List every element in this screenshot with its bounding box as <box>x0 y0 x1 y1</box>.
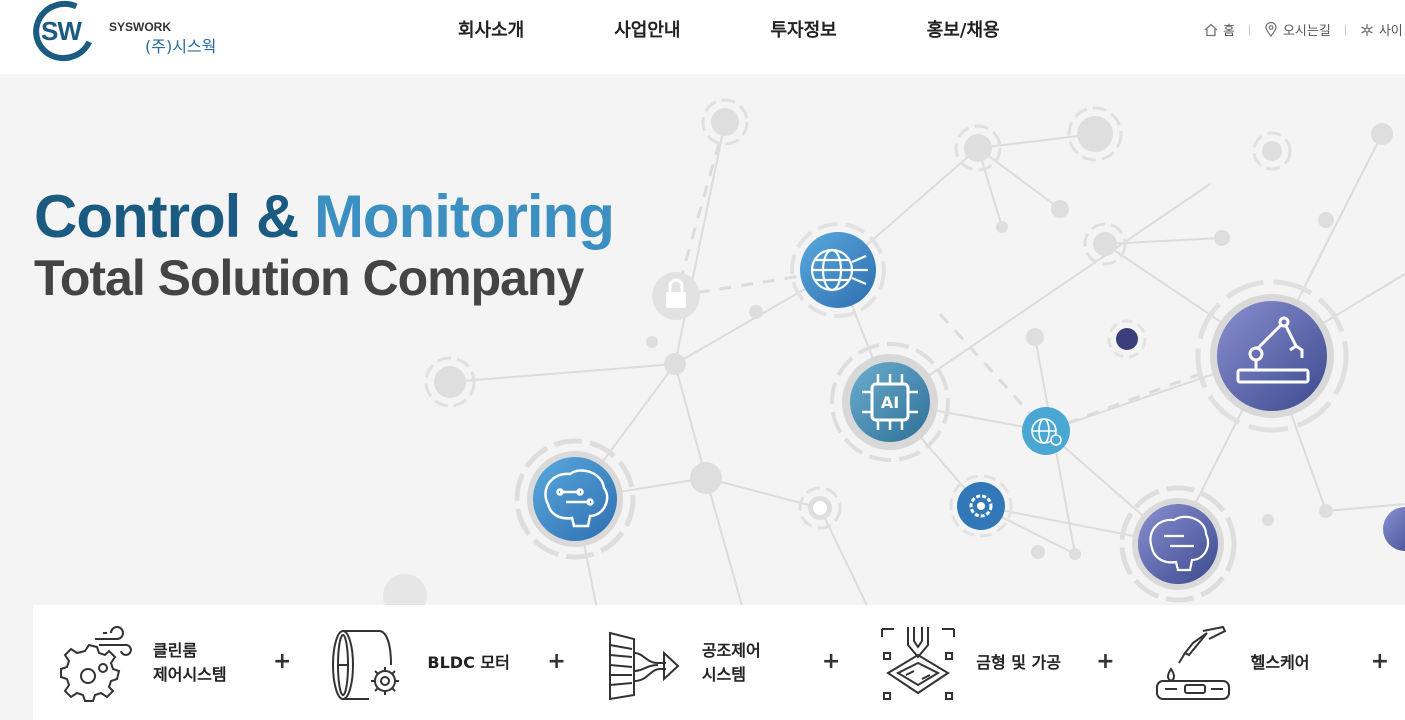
business-label: 클린룸 제어시스템 <box>153 641 227 684</box>
business-area-bar: 클린룸 제어시스템 + BLDC 모터 + <box>33 605 1405 720</box>
hero-subtitle: Total Solution Company <box>34 250 584 306</box>
business-item-mold-machining[interactable]: 금형 및 가공 + <box>856 605 1130 720</box>
business-label: 헬스케어 <box>1250 653 1310 672</box>
network-background-illustration: AI <box>383 98 1405 720</box>
mold-machining-icon <box>881 627 956 700</box>
business-item-healthcare[interactable]: 헬스케어 + <box>1131 605 1405 720</box>
hvac-airflow-icon <box>608 631 680 701</box>
logo-korean-name: (주)시스웍 <box>145 37 217 56</box>
logo-english-name: SYSWORK <box>109 20 172 34</box>
nav-business[interactable]: 사업안내 <box>614 20 681 41</box>
plus-icon: + <box>1370 649 1390 674</box>
plus-icon: + <box>547 649 566 674</box>
bldc-motor-icon <box>332 630 400 700</box>
logo-mark: SW <box>41 16 82 46</box>
business-label: 금형 및 가공 <box>976 653 1061 672</box>
nav-company[interactable]: 회사소개 <box>458 20 525 41</box>
main-navigation: 회사소개 사업안내 투자정보 홍보/채용 <box>458 16 1000 44</box>
hero-title-control: Control & <box>34 183 299 250</box>
syswork-logo[interactable]: SW SYSWORK (주)시스웍 <box>24 0 263 70</box>
nav-pr-recruit[interactable]: 홍보/채용 <box>926 20 1000 41</box>
healthcare-test-icon <box>1155 625 1230 700</box>
plus-icon: + <box>821 649 841 674</box>
util-home-link[interactable]: 홈 <box>1204 20 1235 39</box>
business-label: BLDC 모터 <box>427 653 510 672</box>
hero-title: Control & Monitoring <box>34 183 615 250</box>
util-divider <box>1344 24 1346 35</box>
business-item-hvac-control[interactable]: 공조제어 시스템 + <box>582 605 856 720</box>
util-location-label: 오시는길 <box>1282 24 1331 39</box>
business-item-cleanroom[interactable]: 클린룸 제어시스템 + <box>33 605 307 720</box>
hero-title-monitoring: Monitoring <box>313 183 615 250</box>
util-sitemap-label: 사이 <box>1378 24 1403 39</box>
sitemap-icon <box>1361 23 1373 36</box>
util-sitemap-link[interactable]: 사이 <box>1360 20 1403 39</box>
location-pin-icon <box>1265 22 1277 37</box>
site-header: SW SYSWORK (주)시스웍 회사소개 사업안내 투자정보 홍보/채용 홈… <box>0 0 1405 74</box>
svg-text:AI: AI <box>881 393 899 412</box>
home-icon <box>1204 23 1218 36</box>
hero-headline: Control & Monitoring Total Solution Comp… <box>34 183 615 307</box>
utility-menu: 홈 오시는길 사이 <box>1204 20 1403 39</box>
plus-icon: + <box>273 649 292 674</box>
business-item-bldc-motor[interactable]: BLDC 모터 + <box>307 605 581 720</box>
util-home-label: 홈 <box>1223 24 1235 39</box>
util-location-link[interactable]: 오시는길 <box>1264 20 1331 39</box>
business-label: 공조제어 시스템 <box>701 641 761 684</box>
util-divider <box>1248 24 1250 35</box>
cleanroom-gear-icon <box>60 626 132 702</box>
plus-icon: + <box>1096 649 1115 674</box>
nav-investment[interactable]: 투자정보 <box>770 20 837 41</box>
